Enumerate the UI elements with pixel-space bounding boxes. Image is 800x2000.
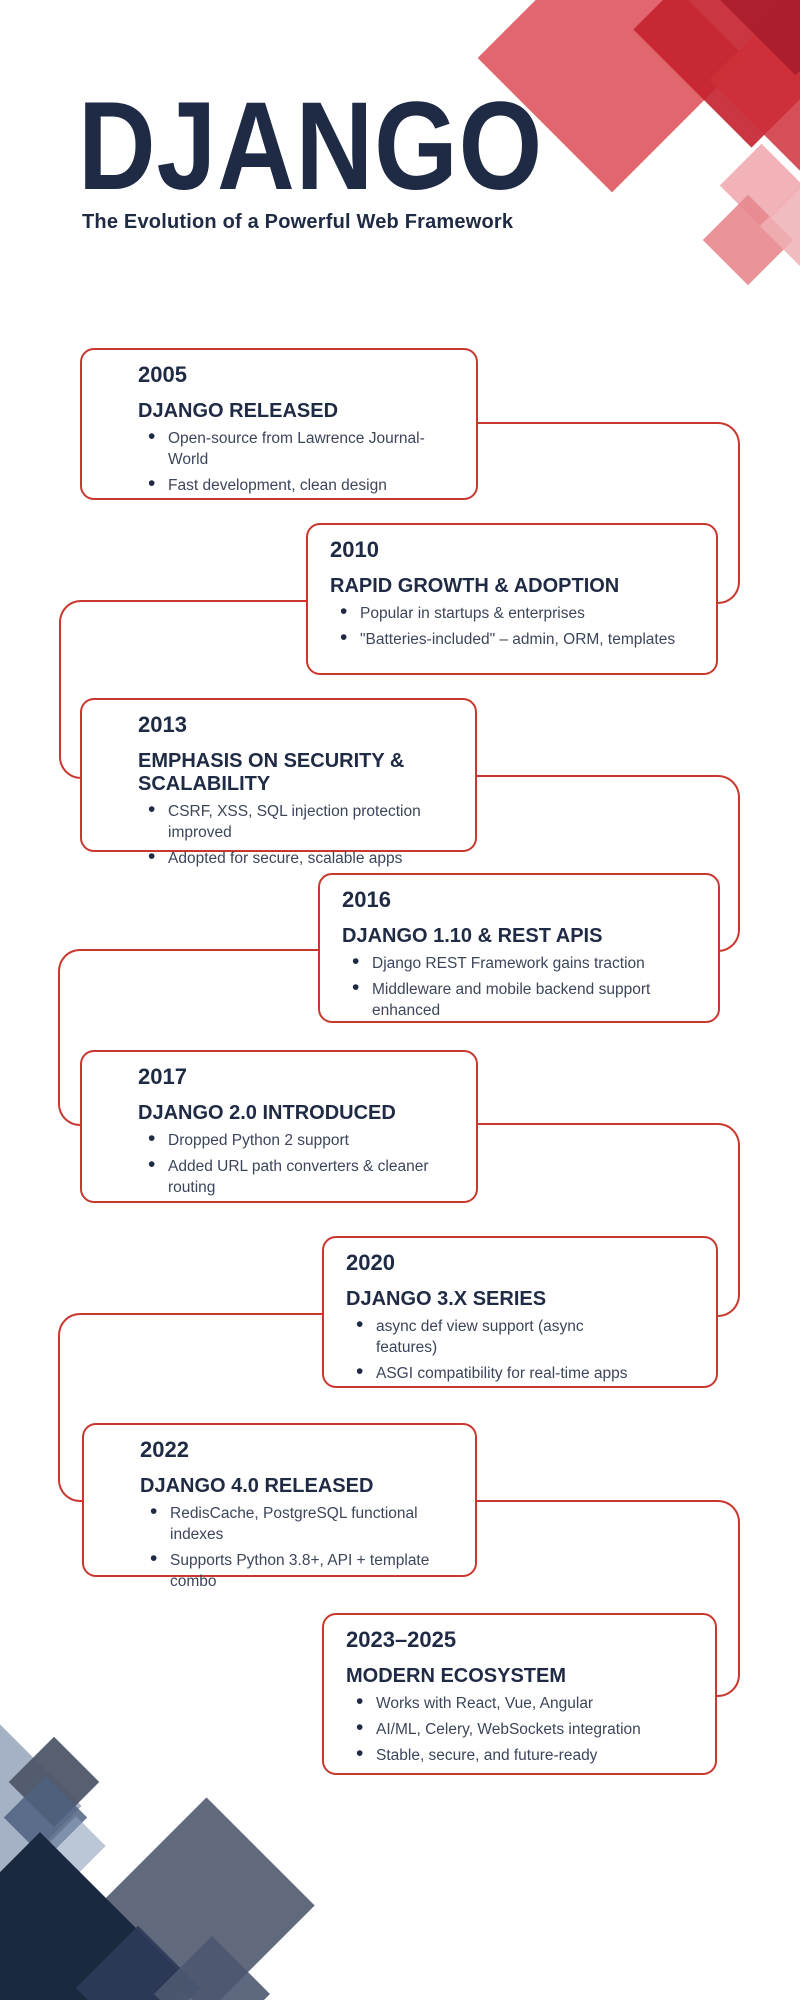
bullet-item: Adopted for secure, scalable apps [146, 846, 433, 869]
card-year: 2016 [342, 887, 391, 912]
card-year: 2010 [330, 537, 379, 562]
timeline-card-2020: 2020 DJANGO 3.X SERIES async def view su… [322, 1236, 718, 1388]
bullet-item: Popular in startups & enterprises [338, 601, 685, 624]
card-title: EMPHASIS ON SECURITY & SCALABILITY [138, 750, 405, 795]
page-title: DJANGO [78, 77, 544, 216]
bullet-item: Django REST Framework gains traction [350, 951, 697, 974]
card-bullet-list: CSRF, XSS, SQL injection protection impr… [146, 799, 433, 869]
card-bullet-list: async def view support (async features) A… [354, 1314, 644, 1384]
card-bullet-list: Popular in startups & enterprises "Batter… [338, 601, 685, 650]
bullet-item: Works with React, Vue, Angular [354, 1691, 701, 1714]
timeline-card-2022: 2022 DJANGO 4.0 RELEASED RedisCache, Pos… [82, 1423, 477, 1590]
page-subtitle: The Evolution of a Powerful Web Framewor… [82, 211, 514, 233]
card-title: MODERN ECOSYSTEM [346, 1665, 567, 1687]
bullet-item: Dropped Python 2 support [146, 1128, 433, 1151]
card-title: DJANGO 4.0 RELEASED [140, 1475, 374, 1497]
card-title: DJANGO 2.0 INTRODUCED [138, 1102, 396, 1124]
timeline-card-2010: 2010 RAPID GROWTH & ADOPTION Popular in … [306, 523, 718, 675]
card-title: RAPID GROWTH & ADOPTION [330, 575, 620, 597]
bullet-item: Supports Python 3.8+, API + template com… [148, 1548, 435, 1592]
timeline-card-2023-2025: 2023–2025 MODERN ECOSYSTEM Works with Re… [322, 1613, 717, 1775]
bullet-item: ASGI compatibility for real-time apps [354, 1361, 644, 1384]
card-year: 2023–2025 [346, 1627, 457, 1652]
bullet-item: Added URL path converters & cleaner rout… [146, 1154, 433, 1198]
bullet-item: async def view support (async features) [354, 1314, 644, 1358]
card-year: 2017 [138, 1064, 187, 1089]
card-title: DJANGO 1.10 & REST APIS [342, 925, 603, 947]
card-year: 2005 [138, 362, 187, 387]
bullet-item: RedisCache, PostgreSQL functional indexe… [148, 1501, 435, 1545]
card-bullet-list: RedisCache, PostgreSQL functional indexe… [148, 1501, 435, 1592]
card-bullet-list: Works with React, Vue, AngularAI/ML, Cel… [354, 1691, 701, 1766]
bullet-item: Open-source from Lawrence Journal-World [146, 426, 433, 470]
card-bullet-list: Dropped Python 2 supportAdded URL path c… [146, 1128, 433, 1198]
card-year: 2020 [346, 1250, 395, 1275]
card-bullet-list: Open-source from Lawrence Journal-WorldF… [146, 426, 433, 496]
bullet-item: "Batteries-included" – admin, ORM, templ… [338, 627, 685, 650]
bullet-item: Middleware and mobile backend support en… [350, 977, 697, 1021]
bullet-item: Fast development, clean design [146, 473, 433, 496]
card-title: DJANGO RELEASED [138, 400, 339, 422]
timeline-card-2016: 2016 DJANGO 1.10 & REST APIS Django REST… [318, 873, 720, 1023]
card-year: 2013 [138, 712, 187, 737]
card-title: DJANGO 3.X SERIES [346, 1288, 547, 1310]
bullet-item: CSRF, XSS, SQL injection protection impr… [146, 799, 433, 843]
card-year: 2022 [140, 1437, 189, 1462]
bullet-item: Stable, secure, and future-ready [354, 1743, 701, 1766]
card-bullet-list: Django REST Framework gains tractionMidd… [350, 951, 697, 1021]
timeline-card-2013: 2013 EMPHASIS ON SECURITY & SCALABILITY … [80, 698, 477, 867]
timeline-card-2005: 2005 DJANGO RELEASED Open-source from La… [80, 348, 478, 500]
timeline-card-2017: 2017 DJANGO 2.0 INTRODUCED Dropped Pytho… [80, 1050, 478, 1203]
bullet-item: AI/ML, Celery, WebSockets integration [354, 1717, 701, 1740]
